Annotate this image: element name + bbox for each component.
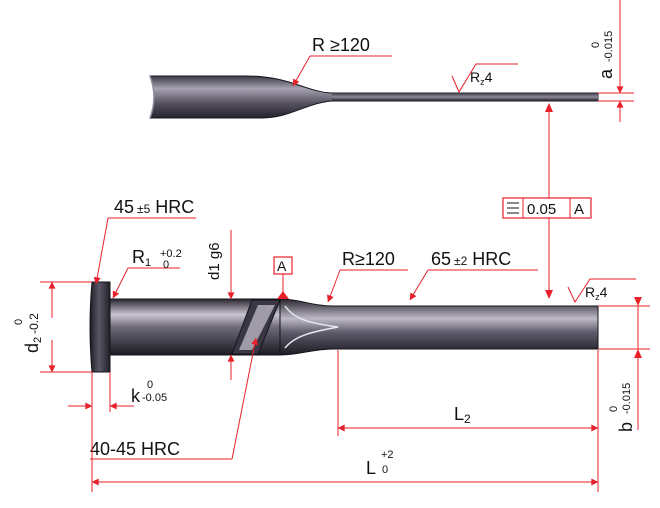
svg-text:R≥120: R≥120: [342, 249, 395, 269]
svg-text:L2: L2: [454, 404, 471, 426]
pin-blade: [279, 298, 599, 356]
svg-text:Rz4: Rz4: [585, 284, 608, 302]
svg-text:0: 0: [163, 259, 169, 271]
svg-text:k: k: [131, 386, 141, 406]
svg-text:-0.015: -0.015: [621, 383, 633, 414]
blade-top-view: [149, 75, 599, 119]
svg-text:R1: R1: [132, 247, 151, 269]
svg-text:+2: +2: [381, 449, 394, 461]
pin-roughness-symbol: Rz4: [567, 278, 636, 304]
pin-side-view: [89, 281, 599, 373]
svg-text:d2-0.2: d2-0.2: [22, 313, 44, 353]
blade-width-dimension: b -0.015 0: [598, 297, 650, 432]
blade-transition: [284, 305, 339, 349]
thickness-letter: a: [596, 68, 616, 79]
pin-head: [89, 281, 111, 373]
blade-length-dimension: L2: [337, 350, 599, 492]
top-radius-callout: R ≥120: [292, 35, 392, 87]
head-diameter-dimension: d2-0.2 0: [13, 281, 92, 373]
flatness-datum: A: [574, 201, 584, 218]
shank-diameter-dimension: d1 g6: [206, 230, 235, 380]
flatness-control-frame: 0.05 A: [502, 197, 592, 219]
pin-radius-callout: R≥120: [327, 249, 408, 303]
svg-text:L: L: [366, 458, 376, 478]
svg-text:0: 0: [13, 319, 25, 325]
fillet-callout: R1 +0.2 0: [112, 247, 182, 299]
total-length-dimension: L +2 0: [91, 412, 599, 492]
svg-text:-0.05: -0.05: [142, 392, 167, 404]
svg-text:+0.2: +0.2: [160, 248, 182, 260]
top-radius-label: R ≥120: [312, 35, 370, 55]
top-roughness-symbol: Rz4: [451, 63, 518, 94]
weld-hardness-callout: 40-45 HRC: [90, 337, 259, 460]
shank-fit-label: d1 g6: [206, 242, 223, 280]
svg-text:A: A: [277, 258, 287, 274]
svg-text:0: 0: [608, 406, 620, 412]
svg-text:0: 0: [382, 464, 388, 476]
svg-text:b: b: [616, 422, 636, 432]
thickness-upper: 0: [590, 42, 602, 48]
flatness-value: 0.05: [527, 201, 556, 218]
svg-text:40-45 HRC: 40-45 HRC: [90, 439, 180, 459]
head-height-dimension: k 0 -0.05: [68, 372, 167, 412]
datum-a-marker: A: [273, 256, 293, 299]
break-line: [149, 75, 155, 119]
svg-text:0: 0: [147, 379, 153, 391]
thickness-dimension-a: a -0.015 0: [590, 0, 634, 122]
blade-strip: [332, 93, 598, 101]
svg-text:Rz4: Rz4: [470, 69, 493, 87]
thickness-lower: -0.015: [603, 31, 615, 62]
